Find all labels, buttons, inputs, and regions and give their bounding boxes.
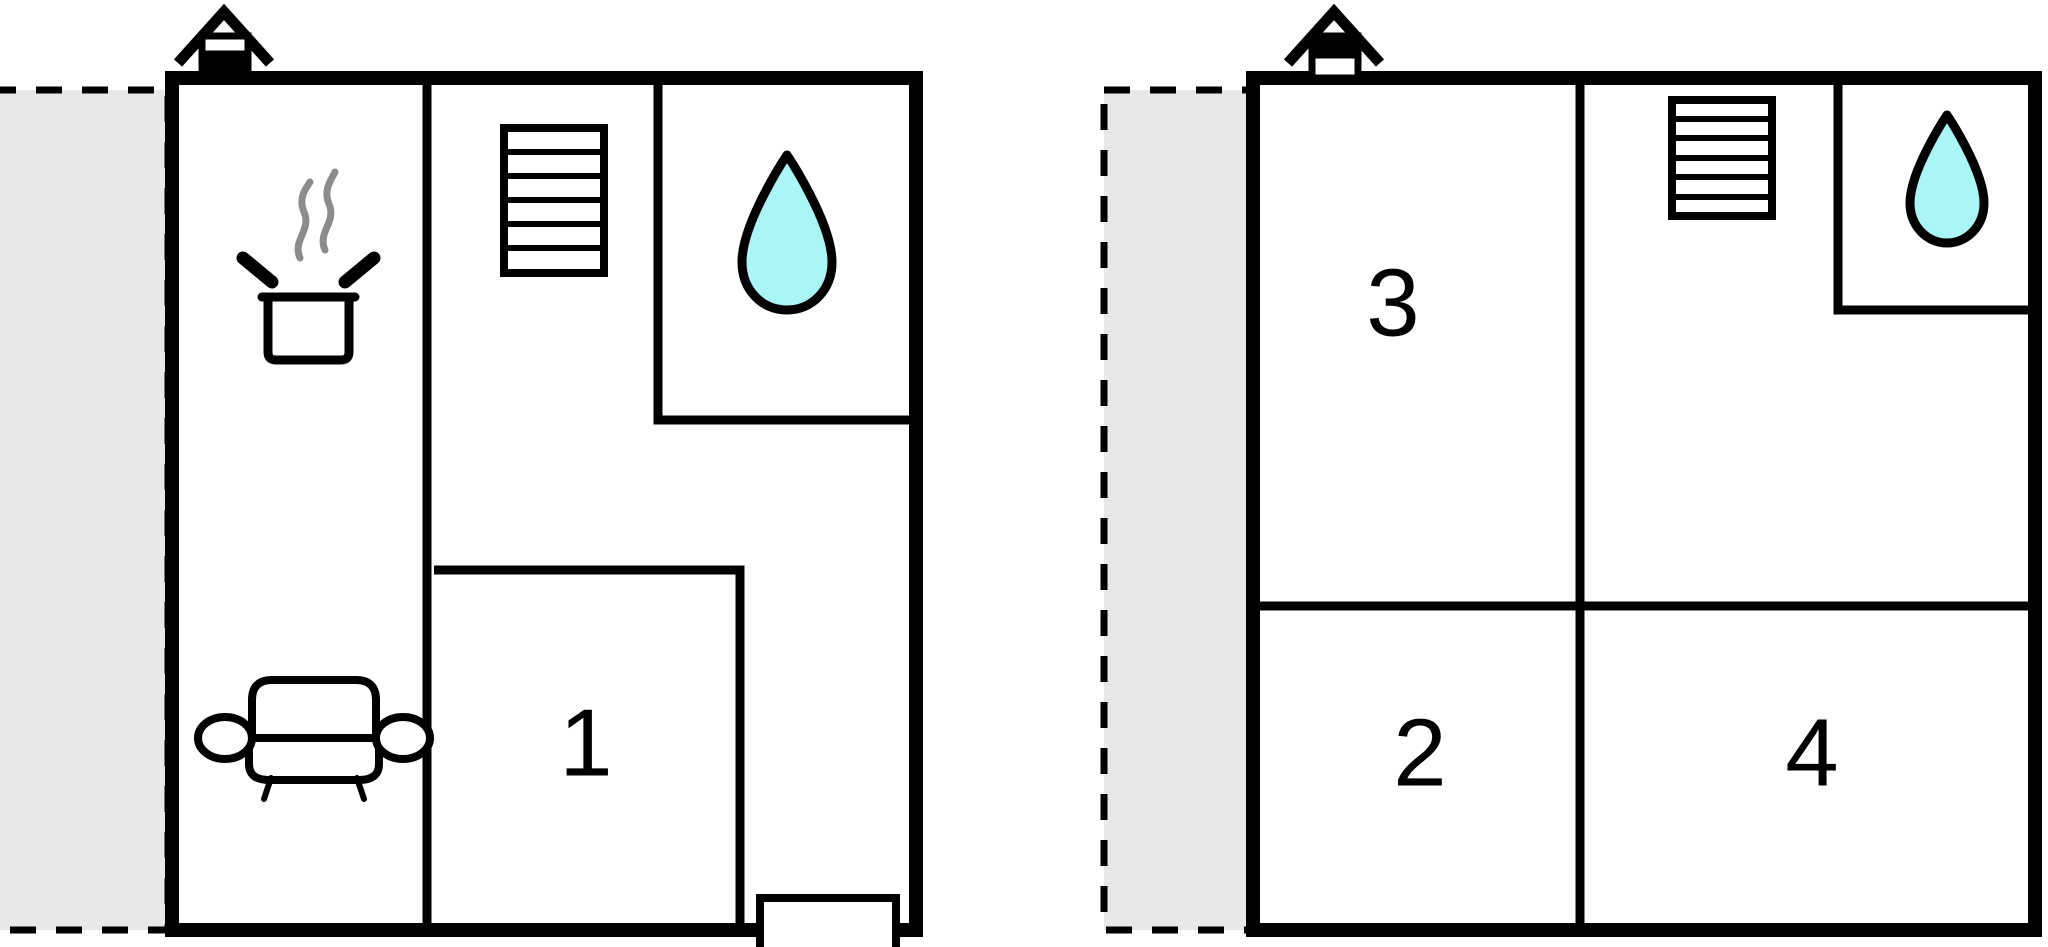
wall-bathroom-upper bbox=[1833, 85, 2028, 315]
ground-floor-terrace bbox=[0, 86, 172, 934]
house-ground-floor-icon bbox=[173, 3, 275, 82]
staircase-icon-upper bbox=[1668, 96, 1776, 220]
upper-floor-outer-wall bbox=[1246, 71, 2042, 937]
wall-bathroom-ground bbox=[653, 85, 910, 425]
house-upper-floor-icon bbox=[1283, 3, 1385, 82]
sofa-icon bbox=[194, 676, 434, 802]
room-number-3: 3 bbox=[1366, 249, 1419, 356]
room-number-2: 2 bbox=[1393, 699, 1446, 806]
wall-room-1 bbox=[434, 565, 745, 923]
staircase-icon-ground bbox=[500, 124, 608, 277]
upper-floor-plan: 3 2 4 bbox=[1100, 3, 2042, 937]
front-door[interactable] bbox=[756, 894, 900, 947]
water-drop-icon-upper bbox=[1905, 110, 1989, 248]
room-number-4: 4 bbox=[1785, 699, 1838, 806]
water-drop-icon-ground bbox=[737, 150, 837, 315]
upper-floor-terrace bbox=[1100, 86, 1254, 934]
room-number-1: 1 bbox=[559, 689, 612, 796]
cooking-pot-icon bbox=[236, 168, 381, 365]
ground-floor-plan: 1 bbox=[0, 3, 923, 947]
ground-floor-outer-wall bbox=[165, 71, 923, 937]
